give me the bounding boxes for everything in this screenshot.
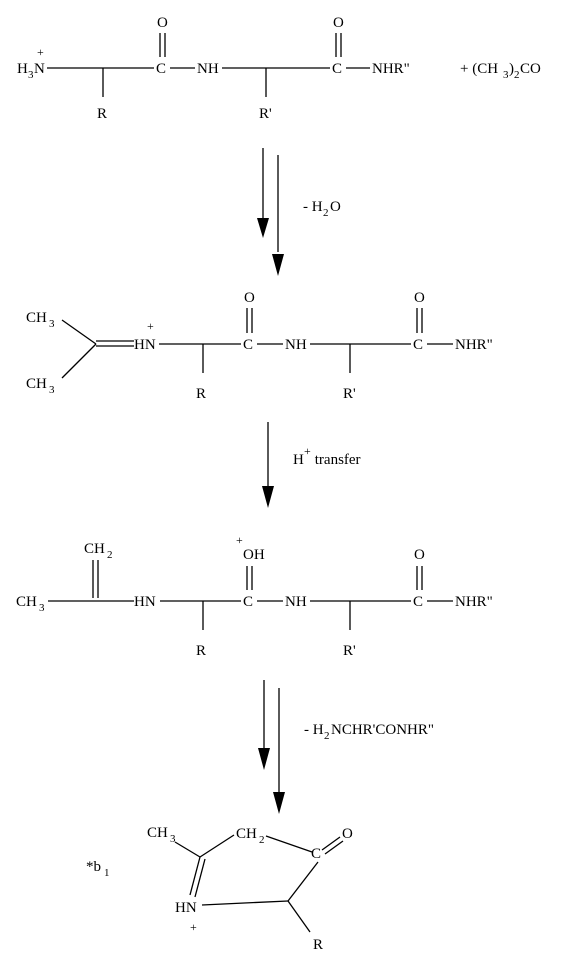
- s3-carbonyl-c2: C: [413, 594, 423, 610]
- structure-3-enamine: CH 2 CH 3 HN R C OH + NH R' C O NHR": [16, 533, 493, 659]
- s2-carbonyl-c1: C: [243, 337, 253, 353]
- s3-ch3-sub: 3: [39, 602, 45, 614]
- s4-c: C: [311, 846, 321, 862]
- s1-amine-h: H: [17, 61, 28, 77]
- s1-amide: NHR": [372, 61, 410, 77]
- s1-r-prime: R': [259, 106, 272, 122]
- reagent-text-suffix: CO: [520, 61, 541, 77]
- s4-ring-double-b: [194, 858, 206, 898]
- s2-oxygen-1: O: [244, 290, 255, 306]
- step-1-arrow: - H 2 O: [257, 148, 341, 276]
- s2-ch3-bottom: CH: [26, 376, 47, 392]
- s2-bond-me1: [61, 319, 97, 345]
- s2-oxygen-2: O: [414, 290, 425, 306]
- s4-bond-n-ca: [201, 900, 289, 906]
- s2-bond-me2: [61, 343, 97, 379]
- s4-hn: HN: [175, 900, 197, 916]
- step-1-head-b: [272, 254, 284, 276]
- step-3-arrow: - H 2 NCHR'CONHR": [258, 680, 434, 814]
- s2-ch3-top-sub: 3: [49, 318, 55, 330]
- s3-carbonyl-c1: C: [243, 594, 253, 610]
- s2-r-prime: R': [343, 386, 356, 402]
- step-3-label-pre: - H: [304, 722, 324, 738]
- s3-oxygen-2: O: [414, 547, 425, 563]
- reagent-text-mid: ): [509, 61, 514, 77]
- s2-charge: +: [147, 319, 154, 333]
- s4-charge: +: [190, 920, 197, 934]
- s1-carbonyl-c1: C: [156, 61, 166, 77]
- reagent-text-sub: 3: [503, 69, 509, 81]
- s3-hn: HN: [134, 594, 156, 610]
- s3-ch2: CH: [84, 541, 105, 557]
- s4-co-double-a: [321, 836, 341, 851]
- s4-bond-ch2-co: [265, 835, 313, 853]
- s1-charge: +: [37, 45, 44, 59]
- reagent-text-prefix: + (CH: [460, 61, 498, 77]
- s1-amine-sub: 3: [28, 69, 34, 81]
- s4-ring-double-a: [189, 856, 201, 896]
- step-2-label-sup: +: [304, 444, 311, 458]
- s4-ch2: CH: [236, 826, 257, 842]
- s1-r: R: [97, 106, 107, 122]
- step-3-label-sub: 2: [324, 730, 330, 742]
- step-1-label-pre: - H: [303, 199, 323, 215]
- s3-ch3: CH: [16, 594, 37, 610]
- s1-oxygen-2: O: [333, 15, 344, 31]
- s4-oxygen: O: [342, 826, 353, 842]
- step-2-arrow: H + transfer: [262, 422, 361, 508]
- s2-nh: NH: [285, 337, 307, 353]
- s4-bond-co-ca: [287, 861, 319, 902]
- s2-ch3-bottom-sub: 3: [49, 384, 55, 396]
- s4-ch3-sub: 3: [170, 833, 176, 845]
- s1-amine-n: N: [34, 61, 45, 77]
- s3-nh: NH: [285, 594, 307, 610]
- s3-charge: +: [236, 533, 243, 547]
- s3-r: R: [196, 643, 206, 659]
- s2-r: R: [196, 386, 206, 402]
- s1-carbonyl-c2: C: [332, 61, 342, 77]
- step-2-label-post: transfer: [311, 452, 361, 468]
- step-2-label-pre: H: [293, 452, 304, 468]
- s4-co-double-b: [324, 840, 344, 855]
- s4-ch3: CH: [147, 825, 168, 841]
- s2-carbonyl-c2: C: [413, 337, 423, 353]
- structure-1-dipeptide: H 3 N + R C O NH R' C O NHR": [17, 15, 410, 122]
- s3-amide: NHR": [455, 594, 493, 610]
- s4-label-sub: 1: [104, 867, 110, 879]
- s3-oh: OH: [243, 547, 265, 563]
- s3-ch2-sub: 2: [107, 549, 113, 561]
- s4-r: R: [313, 937, 323, 953]
- s4-bond-me-c: [174, 841, 201, 858]
- reagent-text-sub2: 2: [514, 69, 520, 81]
- step-3-head-b: [273, 792, 285, 814]
- step-1-head-a: [257, 218, 269, 238]
- step-3-head-a: [258, 748, 270, 770]
- s3-r-prime: R': [343, 643, 356, 659]
- s2-amide: NHR": [455, 337, 493, 353]
- structure-4-b1-ion: *b 1 CH 3 CH 2 C O HN + R: [86, 825, 353, 953]
- s1-nh: NH: [197, 61, 219, 77]
- step-3-label-post: NCHR'CONHR": [331, 722, 434, 738]
- structure-2-imine: CH 3 CH 3 HN + R C O NH R' C O NHR": [26, 290, 493, 402]
- s2-ch3-top: CH: [26, 310, 47, 326]
- step-1-label-sub: 2: [323, 207, 329, 219]
- step-1-label-post: O: [330, 199, 341, 215]
- s4-bond-c-ch2: [199, 834, 235, 858]
- s2-imine-hn: HN: [134, 337, 156, 353]
- step-2-head: [262, 486, 274, 508]
- s4-ch2-sub: 2: [259, 834, 265, 846]
- s1-oxygen-1: O: [157, 15, 168, 31]
- s4-bond-ca-r: [287, 900, 311, 933]
- s4-label: *b: [86, 859, 101, 875]
